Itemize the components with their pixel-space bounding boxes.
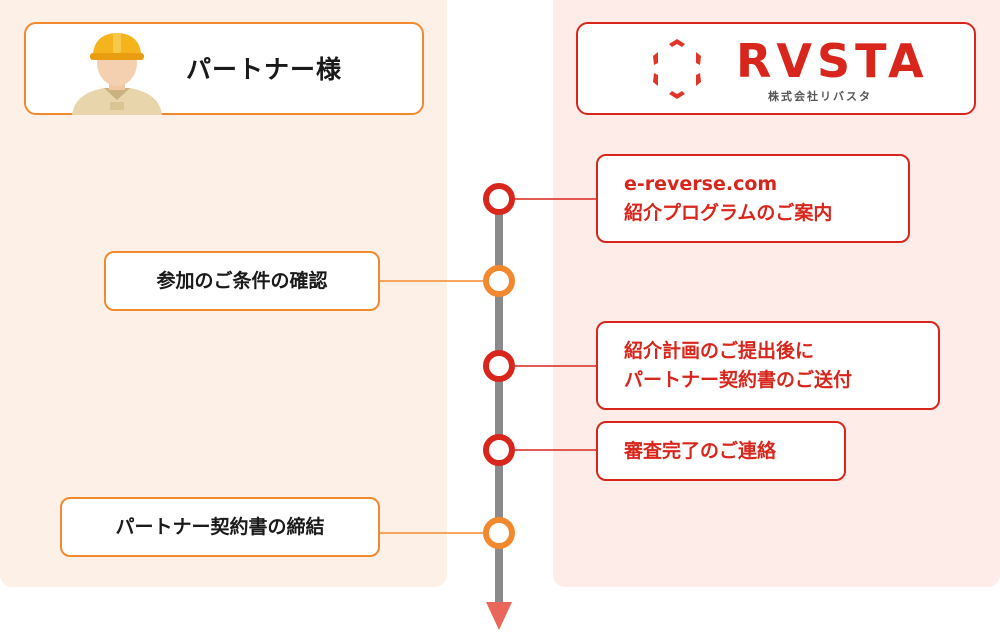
step-partner-sign-contract: パートナー契約書の締結	[60, 497, 380, 557]
step-company-review-complete: 審査完了のご連絡	[596, 421, 846, 481]
step3-line2: パートナー契約書のご送付	[624, 369, 853, 391]
step-company-program-guide: e-reverse.com 紹介プログラムのご案内	[596, 154, 910, 243]
step5-line1: パートナー契約書の締結	[115, 516, 325, 538]
step4-line1: 審査完了のご連絡	[624, 440, 777, 462]
step3-line1: 紹介計画のご提出後に	[624, 340, 815, 362]
timeline-node-step2	[483, 265, 515, 297]
step1-line2: 紹介プログラムのご案内	[624, 202, 833, 224]
timeline-node-step5	[483, 517, 515, 549]
worker-avatar-icon	[72, 33, 162, 115]
timeline-node-step4	[483, 434, 515, 466]
timeline-node-step3	[483, 350, 515, 382]
company-logo-text: RVSTA	[736, 34, 929, 88]
step2-line1: 参加のご条件の確認	[156, 270, 328, 292]
partner-title: パートナー様	[186, 55, 343, 84]
step1-line1: e-reverse.com	[624, 173, 778, 195]
step-company-send-contract: 紹介計画のご提出後に パートナー契約書のご送付	[596, 321, 940, 410]
partner-header-card: パートナー様	[24, 22, 424, 115]
company-logo-subtitle: 株式会社リバスタ	[768, 90, 872, 103]
company-header-card: RVSTA 株式会社リバスタ	[576, 22, 976, 115]
timeline-node-step1	[483, 183, 515, 215]
timeline-arrow-icon	[486, 602, 512, 630]
step-partner-confirm-conditions: 参加のご条件の確認	[104, 251, 380, 311]
rvsta-hexagon-logo-icon	[653, 39, 701, 99]
